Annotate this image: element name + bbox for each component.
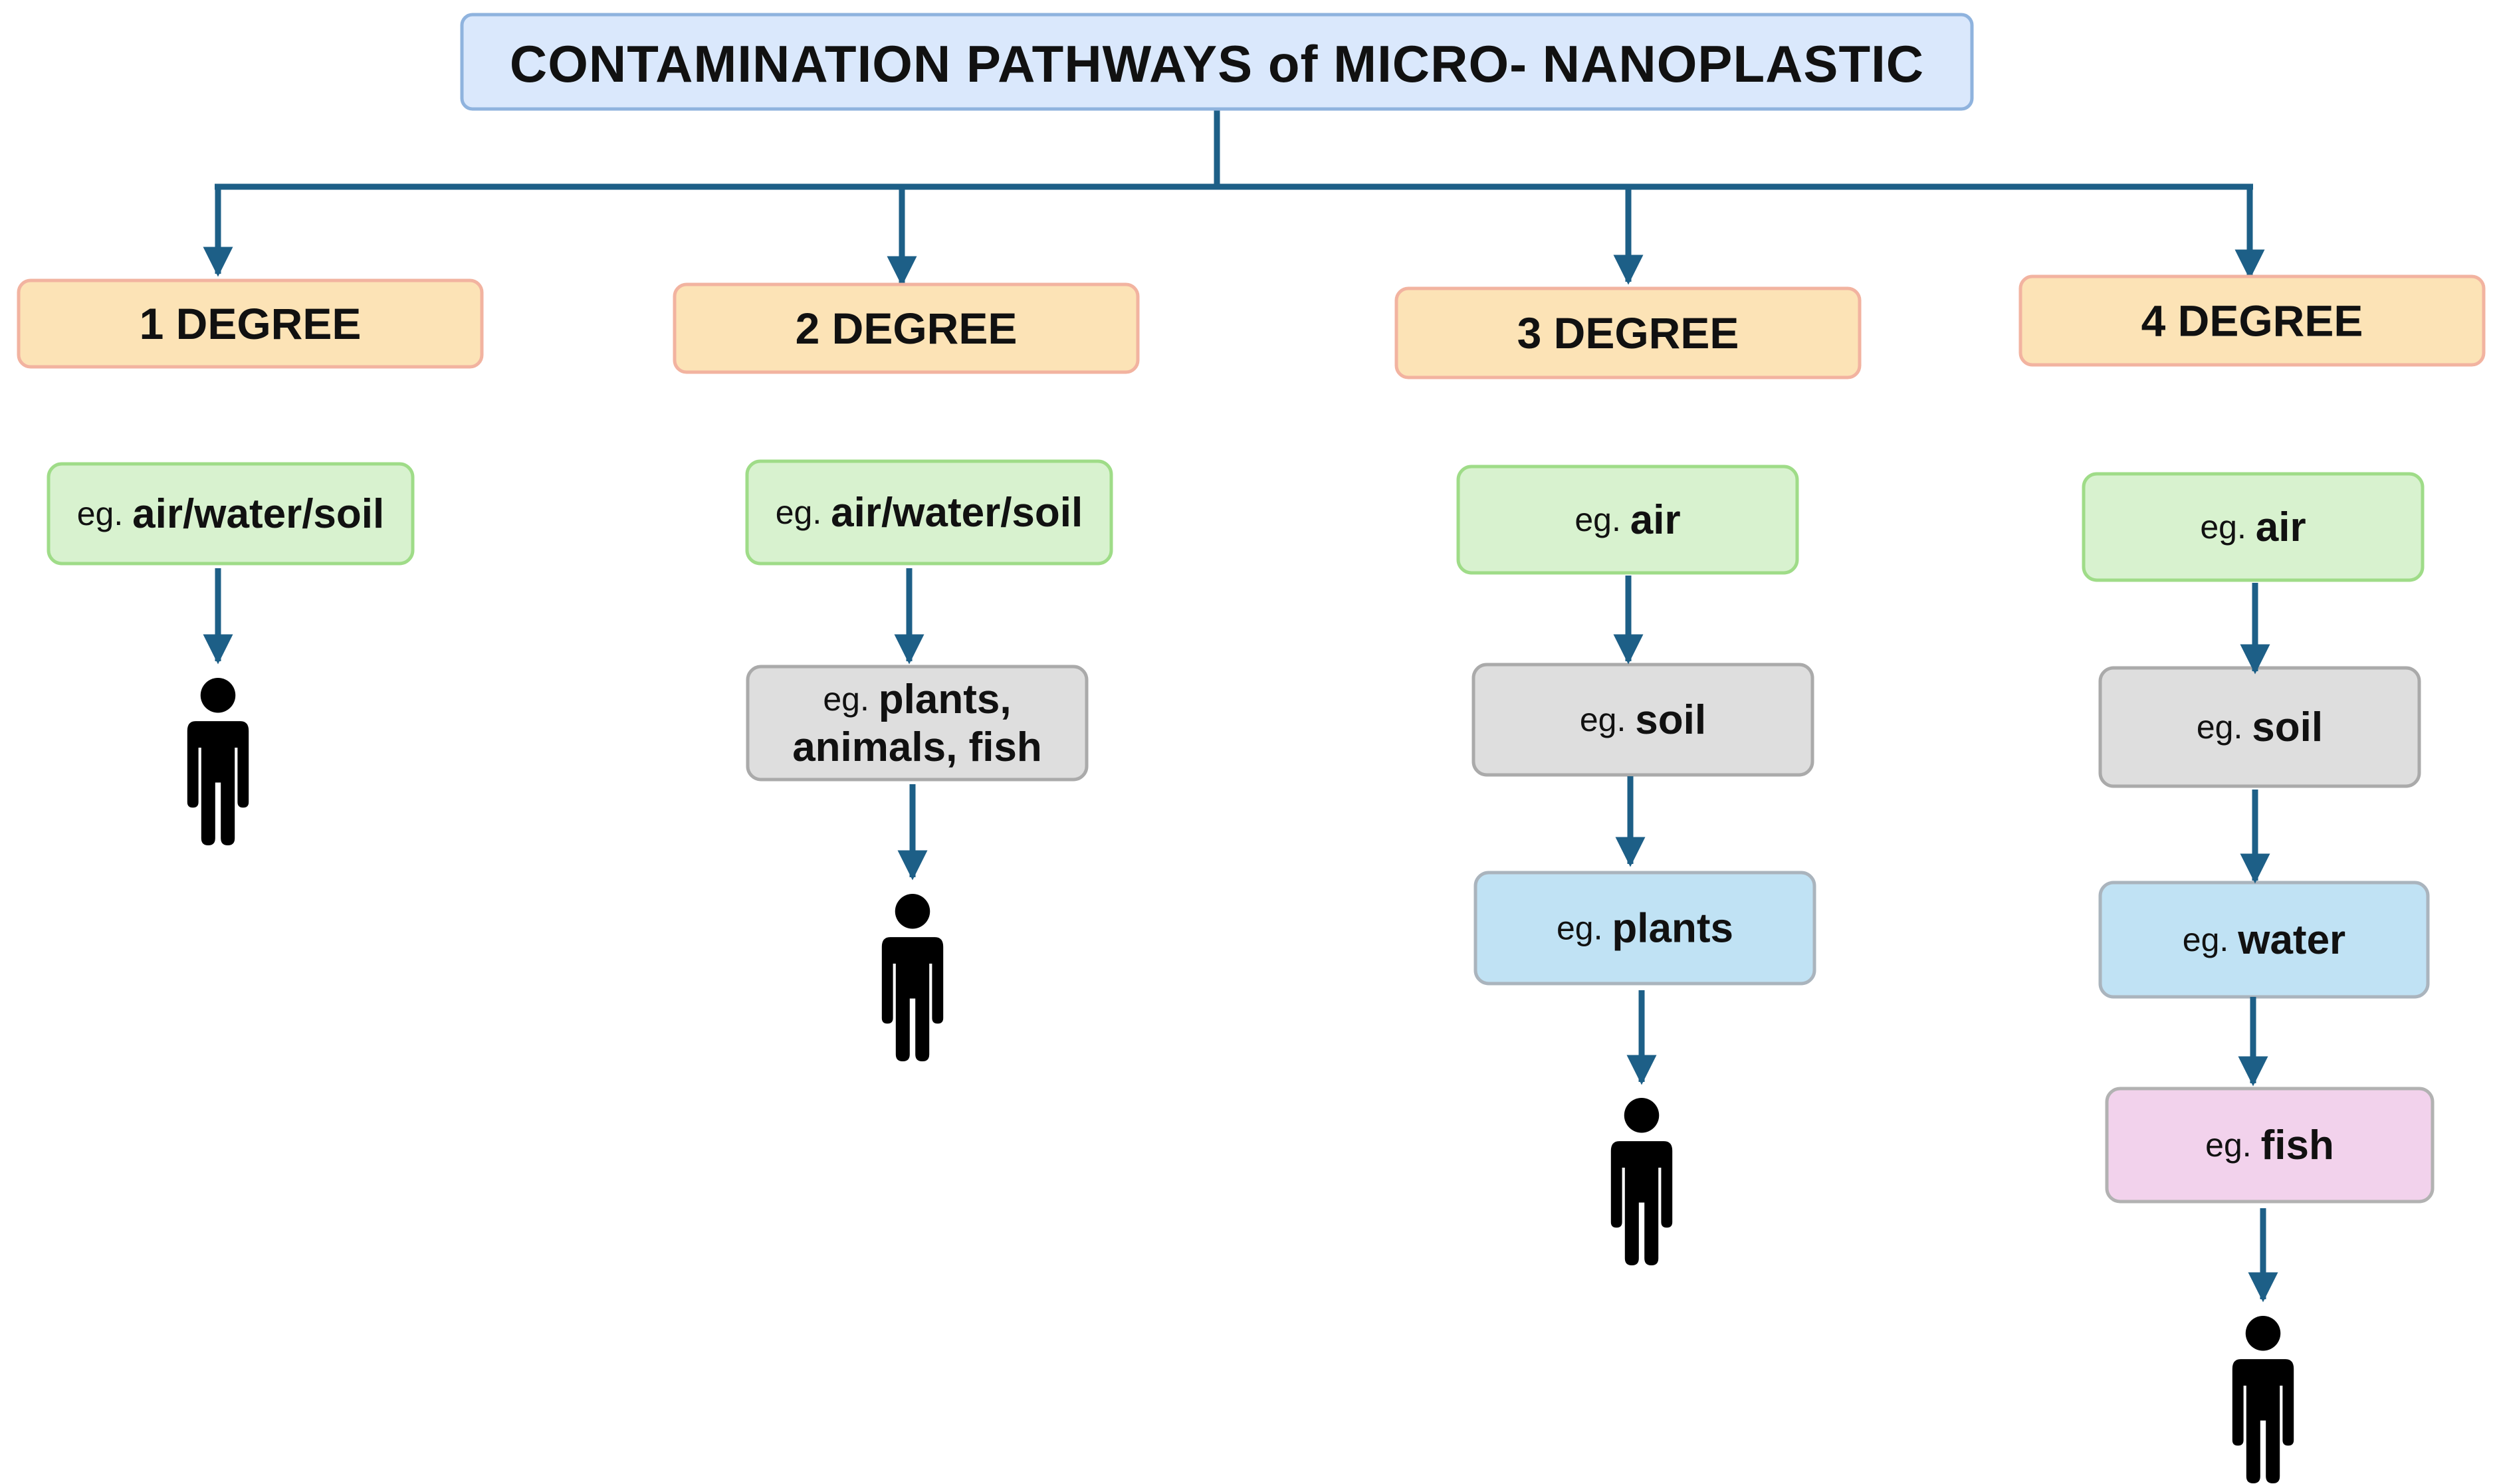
degree-box bbox=[17, 278, 484, 369]
example-box bbox=[1456, 465, 1799, 575]
eg-prefix: eg. bbox=[2200, 508, 2246, 546]
degree-column-1: 1 DEGREE eg. air/water/soil bbox=[17, 278, 484, 845]
example-text: eg. soil bbox=[1580, 697, 1706, 743]
example-box bbox=[1471, 663, 1814, 777]
eg-prefix: eg. bbox=[823, 681, 869, 718]
degree-label: 4 DEGREE bbox=[2141, 296, 2363, 346]
degree-box bbox=[2018, 274, 2486, 367]
example-box bbox=[1473, 871, 1816, 986]
example-box bbox=[2082, 472, 2425, 582]
example-value: air/water/soil bbox=[831, 490, 1083, 536]
page-title: CONTAMINATION PATHWAYS of MICRO- NANOPLA… bbox=[510, 35, 1924, 93]
example-text: eg. air/water/soil bbox=[776, 490, 1083, 536]
example-box bbox=[745, 459, 1113, 566]
example-text: eg. air/water/soil bbox=[77, 491, 384, 537]
eg-prefix: eg. bbox=[1580, 701, 1626, 738]
eg-prefix: eg. bbox=[2183, 921, 2229, 958]
example-value: air bbox=[1630, 497, 1681, 543]
eg-prefix: eg. bbox=[2205, 1126, 2252, 1164]
example-value: water bbox=[2237, 917, 2345, 963]
human-icon bbox=[1610, 1098, 1673, 1265]
example-text: eg. soil bbox=[2197, 704, 2323, 750]
title-box-frame bbox=[460, 13, 1974, 111]
connector-lines bbox=[203, 110, 2265, 286]
degree-box bbox=[673, 282, 1140, 374]
eg-prefix: eg. bbox=[2197, 708, 2243, 746]
degree-box bbox=[1394, 286, 1862, 379]
example-text: animals, fish bbox=[792, 724, 1042, 770]
example-box bbox=[2105, 1087, 2435, 1204]
eg-prefix: eg. bbox=[1557, 910, 1603, 947]
example-text: eg. water bbox=[2183, 917, 2345, 963]
human-icon bbox=[881, 894, 944, 1061]
degree-label: 3 DEGREE bbox=[1517, 308, 1739, 358]
human-icon bbox=[2232, 1316, 2294, 1483]
example-value: plants, bbox=[879, 677, 1012, 722]
example-box bbox=[746, 665, 1089, 782]
example-text: eg. air bbox=[2200, 504, 2306, 550]
example-value: plants bbox=[1612, 905, 1733, 951]
example-value: soil bbox=[2252, 704, 2323, 750]
title-box: CONTAMINATION PATHWAYS of MICRO- NANOPLA… bbox=[460, 13, 1974, 111]
eg-prefix: eg. bbox=[77, 495, 124, 532]
degree-columns: 1 DEGREE eg. air/water/soil 2 DEGREE eg. ai… bbox=[17, 274, 2486, 1483]
example-value: animals, fish bbox=[792, 724, 1042, 770]
example-text: eg. air bbox=[1574, 497, 1680, 543]
example-text: eg. fish bbox=[2205, 1122, 2334, 1168]
eg-prefix: eg. bbox=[776, 494, 822, 531]
human-icon bbox=[187, 678, 249, 845]
example-value: soil bbox=[1635, 697, 1706, 743]
example-box bbox=[47, 462, 415, 566]
example-text: eg. plants bbox=[1557, 905, 1733, 951]
example-value: air bbox=[2256, 504, 2306, 550]
example-value: air/water/soil bbox=[132, 491, 384, 537]
degree-label: 2 DEGREE bbox=[796, 304, 1018, 353]
example-value: fish bbox=[2261, 1122, 2334, 1168]
eg-prefix: eg. bbox=[1574, 501, 1621, 538]
degree-label: 1 DEGREE bbox=[140, 299, 362, 348]
example-text: eg. plants, bbox=[823, 677, 1011, 722]
